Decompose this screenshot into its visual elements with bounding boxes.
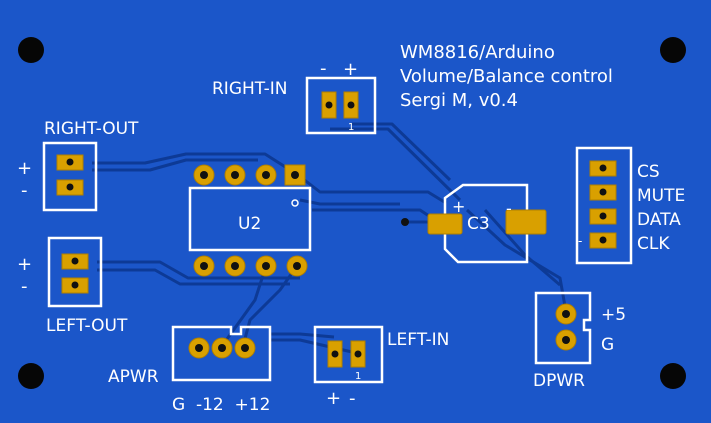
right-in-connector: 1 RIGHT-IN - + — [212, 58, 377, 135]
u2-label: U2 — [238, 214, 261, 234]
drill — [200, 171, 208, 179]
trace — [483, 209, 561, 287]
u2-outline — [188, 186, 312, 252]
drill — [599, 188, 607, 196]
left-out-connector: LEFT-OUT + - — [17, 236, 128, 336]
drill — [562, 336, 570, 344]
mounting-hole — [18, 363, 44, 389]
drill — [599, 164, 607, 172]
left-in-minus: - — [349, 388, 356, 409]
c3-pad-minus — [505, 209, 547, 235]
right-out-label: RIGHT-OUT — [44, 119, 139, 139]
apwr-pin-labels: G -12 +12 — [172, 395, 270, 415]
control-pin-clk: CLK — [637, 234, 670, 254]
left-in-label: LEFT-IN — [387, 330, 449, 350]
dpwr-pin-plus5: +5 — [601, 305, 626, 325]
drill — [71, 257, 79, 265]
trace — [299, 198, 400, 206]
mounting-hole — [660, 363, 686, 389]
left-out-minus: - — [21, 276, 28, 297]
apwr-connector: APWR G -12 +12 — [108, 325, 272, 415]
c3-capacitor: C3 + - — [401, 183, 547, 264]
left-out-label: LEFT-OUT — [46, 316, 128, 336]
drill — [293, 262, 301, 270]
mounting-holes — [18, 37, 686, 389]
trace — [220, 265, 268, 347]
connector-outline — [305, 76, 377, 135]
c3-outline — [443, 183, 529, 264]
traces — [92, 122, 568, 354]
connector-outline — [42, 141, 98, 212]
drill — [347, 101, 355, 109]
left-in-pin1-mark: 1 — [355, 371, 361, 382]
left-in-connector: 1 LEFT-IN + - — [313, 325, 449, 409]
drill — [71, 281, 79, 289]
drill — [262, 262, 270, 270]
right-in-minus: - — [320, 58, 327, 79]
mounting-hole — [660, 37, 686, 63]
trace — [297, 173, 447, 205]
right-in-plus: + — [343, 59, 358, 80]
drill — [325, 101, 333, 109]
trace — [352, 122, 452, 182]
right-in-label: RIGHT-IN — [212, 79, 287, 99]
trace — [270, 332, 335, 339]
drill — [599, 212, 607, 220]
drill — [331, 350, 339, 358]
connector-outline — [313, 325, 384, 384]
u2-pin1-dot — [291, 199, 299, 207]
trace — [92, 158, 258, 172]
trace — [97, 260, 300, 280]
trace — [330, 127, 462, 202]
drill — [262, 171, 270, 179]
c3-minus: - — [506, 199, 512, 218]
c3-pad-plus — [427, 213, 463, 235]
drill — [354, 350, 362, 358]
connector-outline — [47, 236, 103, 308]
apwr-label: APWR — [108, 367, 159, 387]
c3-plus: + — [452, 197, 465, 216]
via — [401, 218, 409, 226]
drill — [66, 183, 74, 191]
c3-label: C3 — [467, 214, 490, 234]
left-in-plus: + — [326, 388, 341, 409]
trace — [241, 265, 299, 347]
drill — [231, 171, 239, 179]
trace — [97, 268, 290, 286]
drill — [562, 310, 570, 318]
drill — [599, 236, 607, 244]
board-title-line3: Sergi M, v0.4 — [400, 90, 518, 111]
dpwr-outline — [534, 291, 592, 365]
control-pin-cs: CS — [637, 162, 660, 182]
drill — [291, 171, 299, 179]
board-title-line2: Volume/Balance control — [400, 66, 613, 87]
right-out-plus: + — [17, 158, 32, 179]
right-in-pin1-mark: 1 — [348, 122, 354, 133]
drill — [218, 344, 226, 352]
control-header: - CS MUTE DATA CLK — [575, 146, 685, 265]
board-title-line1: WM8816/Arduino — [400, 42, 555, 63]
drill — [66, 158, 74, 166]
control-pin1-mark: - — [578, 234, 582, 248]
drill — [231, 262, 239, 270]
left-out-plus: + — [17, 254, 32, 275]
dpwr-connector: +5 G DPWR — [533, 291, 626, 391]
apwr-outline — [171, 325, 272, 382]
connector-outline — [575, 146, 633, 265]
dpwr-pin-g: G — [601, 335, 614, 355]
right-out-minus: - — [21, 180, 28, 201]
drill — [241, 344, 249, 352]
drill — [200, 262, 208, 270]
drill — [195, 344, 203, 352]
trace — [92, 152, 299, 177]
u2-ic: U2 — [188, 164, 312, 277]
control-pin-mute: MUTE — [637, 186, 685, 206]
control-pin-data: DATA — [637, 210, 681, 230]
dpwr-label: DPWR — [533, 371, 585, 391]
right-out-connector: RIGHT-OUT + - — [17, 119, 139, 212]
mounting-hole — [18, 37, 44, 63]
